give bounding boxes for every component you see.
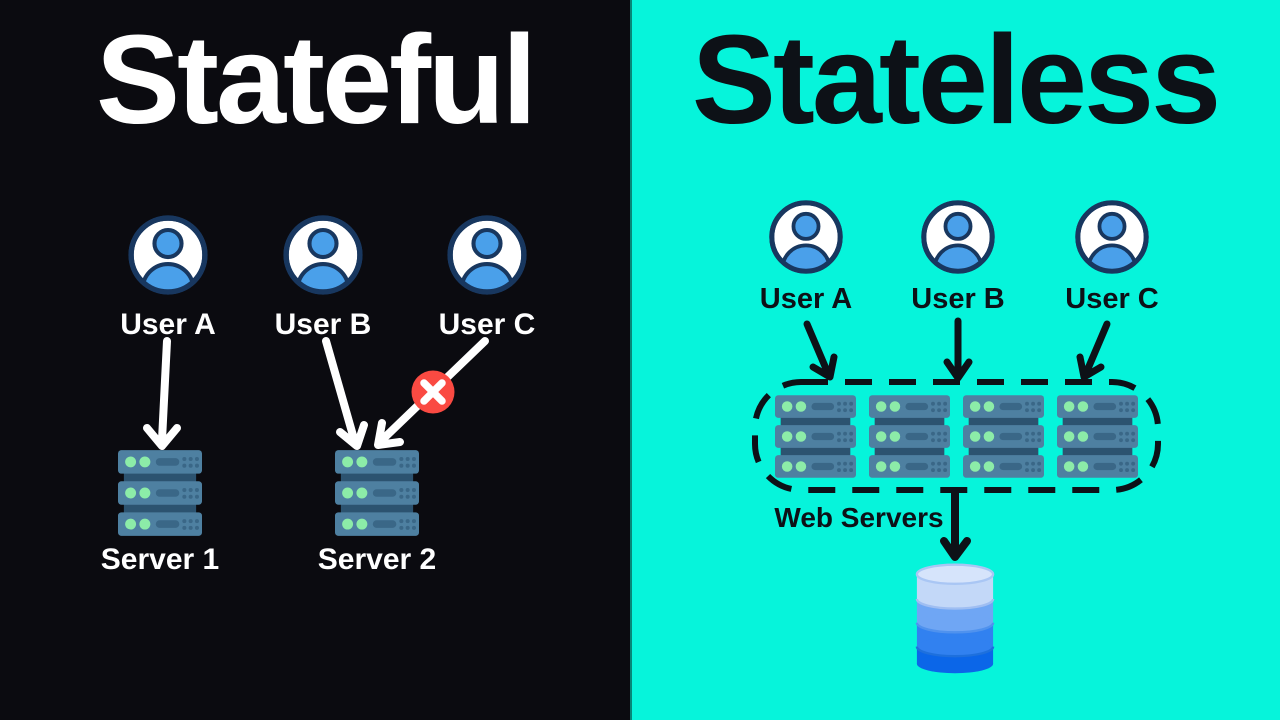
user-icon: [1074, 199, 1150, 275]
user-a-label: User A: [120, 308, 216, 341]
arrow-user-a-to-web-servers: [803, 320, 838, 381]
user-c-label: User C: [438, 308, 536, 341]
server-stack-icon: [118, 450, 202, 536]
x-badge-icon: [411, 370, 455, 414]
user-icon: [282, 214, 364, 296]
stateless-panel: Stateless User A User B User C Web Serve…: [630, 0, 1280, 720]
arrow-user-a-to-server-1: [143, 337, 181, 450]
arrow-user-c-to-web-servers: [1076, 320, 1111, 381]
user-icon: [446, 214, 528, 296]
arrow-user-b-to-web-servers: [943, 317, 973, 382]
user-c-label: User C: [1065, 283, 1159, 315]
server-1-label: Server 1: [100, 543, 220, 576]
user-b-label: User B: [911, 283, 1005, 315]
stateful-title: Stateful: [95, 9, 537, 150]
server-stack-icon: [775, 395, 856, 478]
user-a-label: User A: [759, 283, 853, 315]
server-stack-icon: [1057, 395, 1138, 478]
arrow-user-c-to-server-2: [374, 337, 489, 449]
arrow-user-b-to-server-2: [322, 337, 368, 450]
database-icon: [915, 563, 995, 675]
user-icon: [920, 199, 996, 275]
user-icon: [768, 199, 844, 275]
server-2-label: Server 2: [317, 543, 437, 576]
stateless-title: Stateless: [691, 9, 1221, 150]
user-icon: [127, 214, 209, 296]
server-stack-icon: [869, 395, 950, 478]
server-stack-icon: [335, 450, 419, 536]
stateful-panel: Stateful User A User B User C Server 1 S…: [0, 0, 630, 720]
server-stack-icon: [963, 395, 1044, 478]
web-servers-label: Web Servers: [774, 502, 944, 533]
user-b-label: User B: [274, 308, 372, 341]
